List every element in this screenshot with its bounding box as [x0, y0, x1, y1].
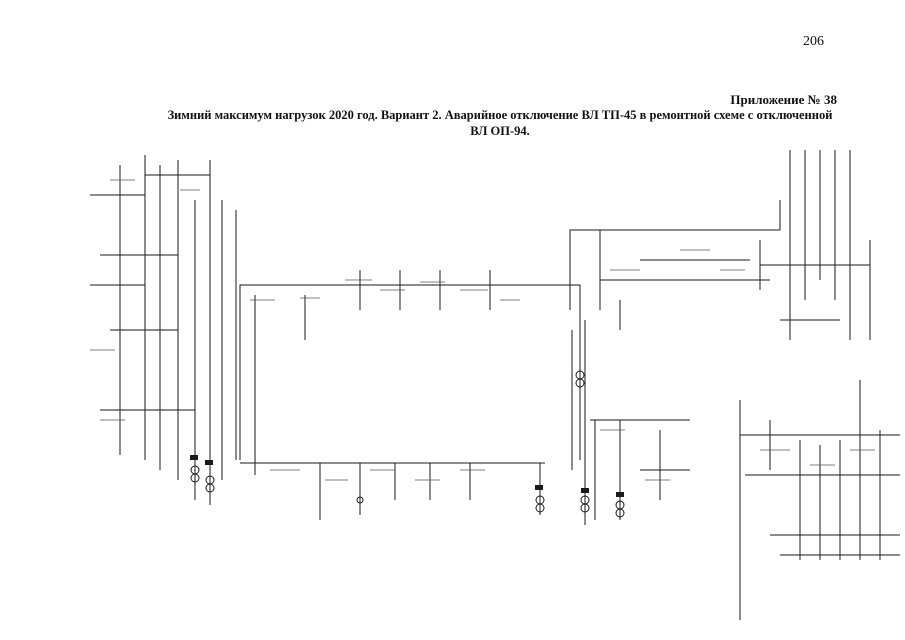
- appendix-label: Приложение № 38: [730, 92, 837, 107]
- diagram-title: Зимний максимум нагрузок 2020 год. Вариа…: [100, 107, 900, 139]
- breaker-squares: [190, 455, 624, 497]
- title-line-1: Зимний максимум нагрузок 2020 год. Вариа…: [167, 108, 833, 122]
- transformer-symbols: [190, 370, 625, 518]
- title-line-2: ВЛ ОП-94.: [470, 124, 530, 138]
- illegible-label-marks: [90, 179, 875, 481]
- page-number: 206: [803, 34, 824, 49]
- schematic-lines: [90, 150, 900, 620]
